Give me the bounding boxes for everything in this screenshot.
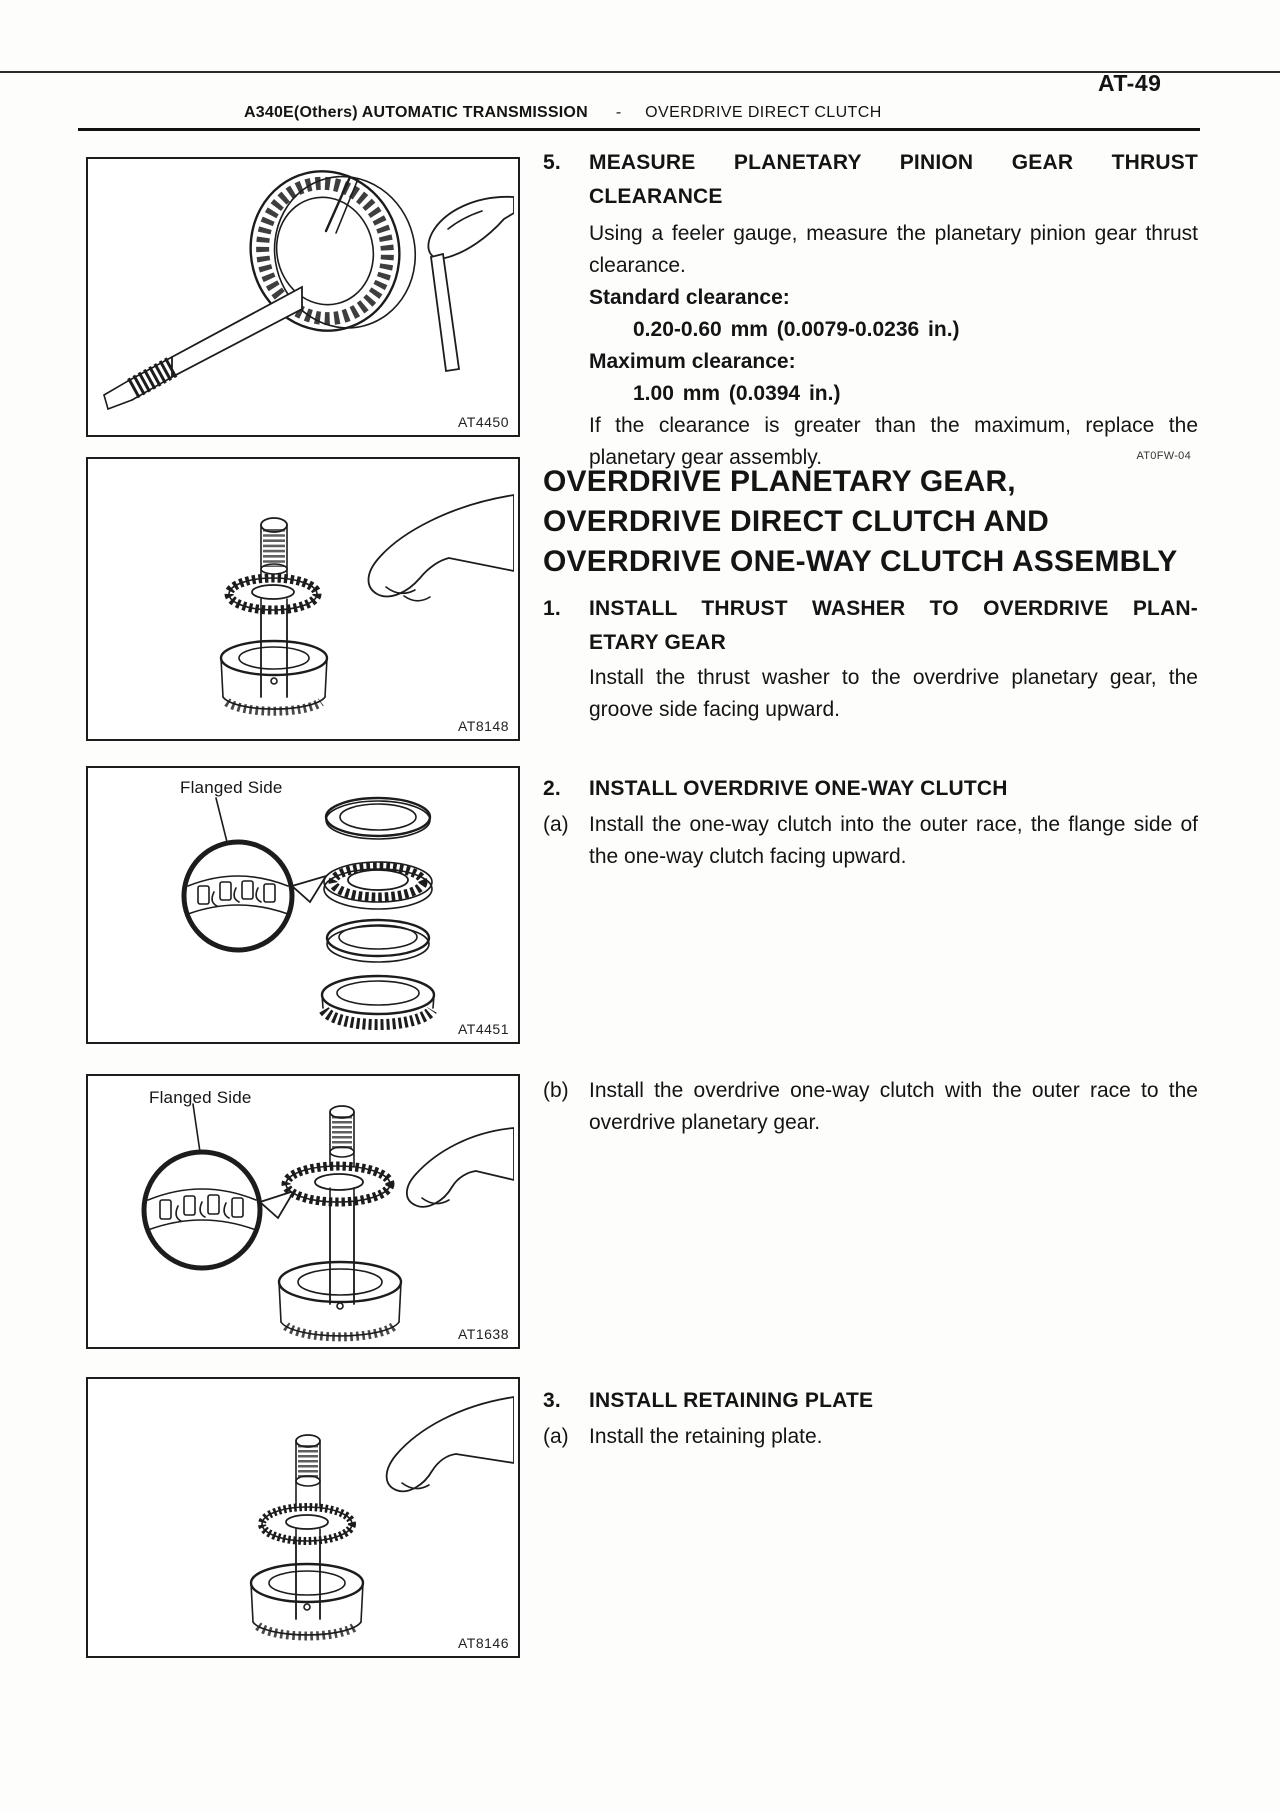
thrust-washer-install-illustration: [219, 494, 514, 716]
step-title-line: CLEARANCE: [589, 185, 723, 208]
step-number: 1.: [543, 597, 561, 620]
section-title-line: OVERDRIVE DIRECT CLUTCH AND: [543, 505, 1049, 538]
one-way-clutch-exploded-illustration: [181, 796, 437, 1031]
flanged-side-label: Flanged Side: [180, 778, 283, 797]
figure-box-1: AT4450: [86, 157, 520, 437]
step-title: INSTALL OVERDRIVE ONE-WAY CLUTCH: [589, 777, 1008, 800]
step-5-body: Using a feeler gauge, measure the planet…: [543, 218, 1198, 474]
step-1-body: Install the thrust washer to the overdri…: [543, 662, 1198, 726]
header-subsection-title: OVERDRIVE DIRECT CLUTCH: [645, 104, 882, 121]
figure-code: AT8146: [458, 1635, 509, 1651]
header-section-title: A340E(Others) AUTOMATIC TRANSMISSION: [244, 104, 588, 121]
header-rule: [78, 128, 1200, 131]
page-number: AT-49: [1098, 70, 1162, 96]
page-top-rule: [0, 71, 1280, 73]
retaining-plate-install-illustration: [249, 1396, 514, 1641]
figure-box-2: AT8148: [86, 457, 520, 741]
figure-code: AT4450: [458, 414, 509, 430]
procedure-text: Install the retaining plate.: [589, 1425, 823, 1448]
substep-label: (a): [543, 1425, 569, 1448]
spec-label: Standard clearance:: [589, 286, 790, 309]
substep-b: (b) Install the overdrive one-way clutch…: [543, 1075, 1198, 1139]
procedure-text: Install the one-way clutch into the oute…: [589, 813, 1198, 868]
procedure-text: Install the overdrive one-way clutch wit…: [589, 1079, 1198, 1134]
step-title: INSTALL RETAINING PLATE: [589, 1389, 874, 1412]
step-5-block: 5. MEASURE PLANETARY PINION GEAR THRUST …: [543, 146, 1198, 474]
header-separator: -: [615, 104, 622, 121]
section-title-line: OVERDRIVE PLANETARY GEAR,: [543, 465, 1016, 498]
step-2-block: 2. INSTALL OVERDRIVE ONE-WAY CLUTCH (a) …: [543, 772, 1198, 873]
substep-label: (b): [543, 1079, 569, 1102]
step-1-block: 1. INSTALL THRUST WASHER TO OVERDRIVE PL…: [543, 592, 1198, 726]
flanged-side-label: Flanged Side: [149, 1088, 252, 1107]
step-2-heading: 2. INSTALL OVERDRIVE ONE-WAY CLUTCH: [543, 772, 1198, 806]
step-3-heading: 3. INSTALL RETAINING PLATE: [543, 1384, 1198, 1418]
figure-code: AT1638: [458, 1326, 509, 1342]
substep-a: (a) Install the retaining plate.: [543, 1421, 1198, 1453]
step-title-line: INSTALL THRUST WASHER TO OVERDRIVE PLAN-: [589, 597, 1198, 620]
procedure-text: Install the thrust washer to the overdri…: [589, 666, 1198, 721]
spec-value: 1.00 mm (0.0394 in.): [633, 382, 841, 405]
section-title-line: OVERDRIVE ONE-WAY CLUTCH ASSEMBLY: [543, 545, 1178, 578]
step-number: 2.: [543, 777, 561, 800]
spec-label: Maximum clearance:: [589, 350, 796, 373]
running-header: A340E(Others) AUTOMATIC TRANSMISSION - O…: [244, 104, 882, 122]
step-3-block: 3. INSTALL RETAINING PLATE (a) Install t…: [543, 1384, 1198, 1453]
substep-a: (a) Install the one-way clutch into the …: [543, 809, 1198, 873]
one-way-clutch-install-illustration: [141, 1103, 514, 1342]
procedure-text: If the clearance is greater than the max…: [589, 414, 1198, 469]
figure-box-3: Flanged Side AT4451: [86, 766, 520, 1044]
figure-box-4: Flanged Side AT1638: [86, 1074, 520, 1349]
step-2b-block: (b) Install the overdrive one-way clutch…: [543, 1072, 1198, 1139]
section-title: OVERDRIVE PLANETARY GEAR, OVERDRIVE DIRE…: [543, 462, 1223, 582]
substep-label: (a): [543, 813, 569, 836]
procedure-text: Using a feeler gauge, measure the planet…: [589, 222, 1198, 277]
step-title-line: MEASURE PLANETARY PINION GEAR THRUST: [589, 151, 1198, 174]
step-5-heading: 5. MEASURE PLANETARY PINION GEAR THRUST …: [543, 146, 1198, 214]
figure-code: AT8148: [458, 718, 509, 734]
reference-code: AT0FW-04: [1136, 450, 1191, 462]
step-title-line: ETARY GEAR: [589, 631, 726, 654]
step-number: 5.: [543, 151, 561, 174]
figure-code: AT4451: [458, 1021, 509, 1037]
spec-value: 0.20-0.60 mm (0.0079-0.0236 in.): [633, 318, 960, 341]
feeler-gauge-measurement-illustration: [102, 170, 514, 410]
figure-box-5: AT8146: [86, 1377, 520, 1658]
step-1-heading: 1. INSTALL THRUST WASHER TO OVERDRIVE PL…: [543, 592, 1198, 660]
step-number: 3.: [543, 1389, 561, 1412]
